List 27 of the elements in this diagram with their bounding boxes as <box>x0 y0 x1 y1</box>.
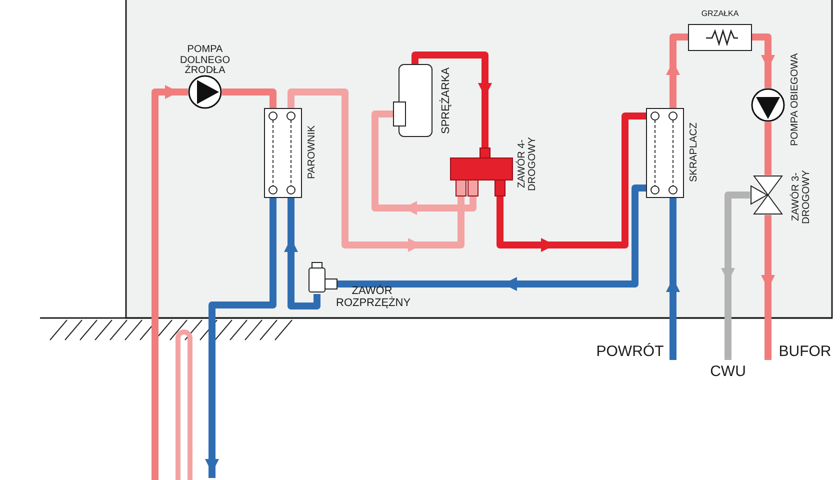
pipe <box>764 122 772 175</box>
pipe <box>222 88 276 108</box>
pipe-arrow <box>284 198 320 310</box>
pipe-arrow <box>761 215 775 360</box>
pipe-arrow <box>412 52 492 148</box>
component-label: POMPA OBIEGOWA <box>789 52 802 148</box>
component-label: PAROWNIK <box>306 124 318 181</box>
pipe-arrow <box>205 198 276 478</box>
component-label: ZAWÓR ROZPRZĘŻNY <box>336 286 408 311</box>
pipe-label: CWU <box>709 364 747 382</box>
pipe-arrow <box>372 110 476 215</box>
pipe-label: POWRÓT <box>595 344 665 362</box>
component-label: ZAWÓR 3-DROGOWY <box>790 169 813 226</box>
component-label: ZAWÓR 4-DROGOWY <box>516 136 539 193</box>
pipe-arrow <box>496 112 646 252</box>
component-label: SKRAPLACZ <box>688 121 700 184</box>
pipe-arrow <box>721 192 750 360</box>
component-label: SPRĘŻARKA <box>440 66 454 136</box>
pipe-arrow <box>666 198 680 360</box>
pipe-arrow <box>752 34 775 88</box>
pipe-label: BUFOR <box>778 344 832 362</box>
pipe-arrow <box>337 184 646 291</box>
pipe-arrow <box>288 88 464 252</box>
component-label: POMPA DOLNEGO ŹRODŁA <box>178 45 231 77</box>
pipe-arrow <box>152 85 188 480</box>
component-label: GRZAŁKA <box>700 10 740 20</box>
pipe-arrow <box>666 34 688 108</box>
